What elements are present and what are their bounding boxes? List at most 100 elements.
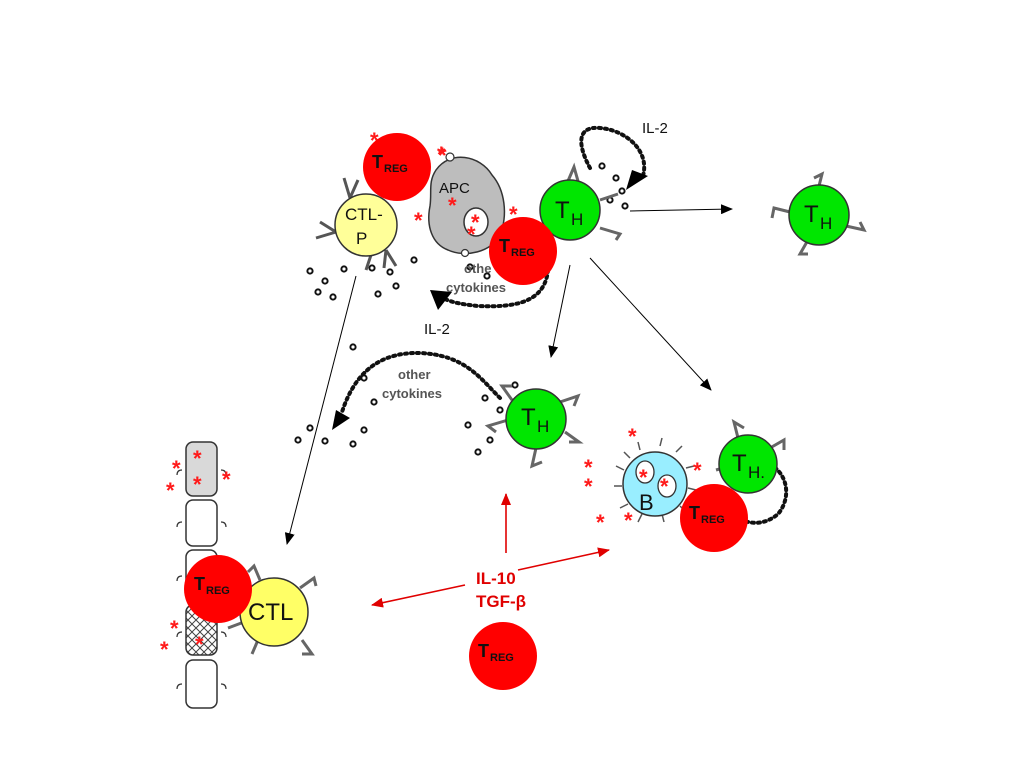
ctl-cell: CTL	[227, 563, 318, 656]
antigen-star: *	[414, 208, 423, 233]
th-label-sub: H	[820, 214, 832, 233]
th-label: T	[521, 404, 536, 431]
red-arrow-left	[371, 584, 466, 608]
il2-label-top: IL-2	[642, 120, 668, 137]
antigen-star: *	[370, 128, 379, 153]
th-body	[718, 434, 778, 494]
other-cytokines-top-line1: othe	[464, 261, 491, 276]
suppressor-arrows	[371, 493, 610, 608]
other-cytokines-mid-line2: cytokines	[382, 386, 442, 401]
th-dot-cell: T H.	[715, 418, 786, 494]
b-cell-body	[622, 451, 688, 517]
treg-label-sub: REG	[384, 163, 408, 175]
apc-cell: APC	[428, 152, 506, 258]
loop-arrowhead	[332, 410, 350, 430]
th-body	[505, 388, 567, 450]
target-tissue-column: * * * * * * * *	[160, 441, 231, 709]
antigen-star: *	[693, 458, 702, 483]
treg-body	[469, 622, 537, 690]
ctlp-label-line1: CTL-	[345, 205, 383, 224]
treg-label: T	[689, 503, 700, 523]
apc-vesicle	[463, 207, 489, 237]
cytokine-dots	[294, 162, 629, 456]
treg-body	[489, 217, 557, 285]
antigen-star: *	[222, 467, 231, 492]
antigen-star: *	[660, 474, 669, 499]
antigen-star: *	[624, 508, 633, 533]
ctlp-cell: CTL- P	[315, 177, 398, 271]
other-cytokines-top-line2: cytokines	[446, 280, 506, 295]
antigen-star: *	[467, 222, 476, 247]
th-label-sub: H	[571, 210, 583, 229]
th-label: T	[804, 201, 819, 228]
other-cytokines-loop	[340, 350, 502, 414]
th-body	[539, 179, 601, 241]
ctlp-label-line2: P	[356, 229, 367, 248]
tissue-cell	[185, 499, 218, 547]
treg-label: T	[478, 641, 489, 661]
antigen-star: *	[193, 446, 202, 471]
b-cell-group: B * * * * * * * * T H. T REG	[584, 418, 786, 552]
antigen-star: *	[438, 143, 447, 168]
ctl-label: CTL	[248, 599, 293, 626]
treg-label-sub: REG	[511, 247, 535, 259]
treg-label: T	[194, 574, 205, 594]
apc-label: APC	[439, 180, 470, 197]
red-arrow-right	[517, 547, 610, 571]
antigen-star: *	[471, 210, 480, 235]
antigen-star: *	[437, 142, 446, 167]
treg-cell-th: T REG	[489, 217, 557, 285]
antigen-star: *	[160, 637, 169, 662]
b-cell: B	[614, 437, 697, 523]
antigen-star: *	[584, 474, 593, 499]
th-cell-right: T H	[770, 171, 867, 256]
treg-label: T	[499, 236, 510, 256]
arrows	[284, 204, 733, 545]
antigen-star: *	[193, 472, 202, 497]
antigen-star: *	[639, 465, 648, 490]
other-cytokines-mid-line1: other	[398, 367, 431, 382]
th-cell-main: T H	[527, 162, 623, 259]
th-label-sub: H	[537, 417, 549, 436]
antigen-star: *	[596, 510, 605, 535]
treg-label-sub: REG	[701, 514, 725, 526]
th-body	[788, 184, 850, 246]
th-dot-label-sub: H.	[748, 463, 765, 482]
ctlp-body	[334, 193, 398, 257]
treg-cell-b: T REG	[680, 484, 748, 552]
antigen-star: *	[195, 632, 204, 657]
b-cell-label: B	[639, 490, 654, 515]
treg-cell-top: T REG	[363, 133, 431, 201]
tissue-cell-gray	[185, 441, 218, 497]
suppressor-label-il10: IL-10	[476, 569, 516, 588]
treg-label-sub: REG	[490, 652, 514, 664]
treg-label: T	[372, 152, 383, 172]
il2-label-mid: IL-2	[424, 321, 450, 338]
treg-body	[184, 555, 252, 623]
arrow-th-to-th-mid	[548, 264, 571, 358]
treg-body	[680, 484, 748, 552]
treg-body	[363, 133, 431, 201]
arrow-th-to-th-b	[589, 257, 712, 391]
dotted-loops	[340, 125, 789, 525]
antigen-star: *	[509, 202, 518, 227]
treg-cell-ctl: T REG	[184, 555, 252, 623]
b-th-loop	[740, 462, 789, 525]
ctl-group: CTL T REG	[184, 555, 318, 656]
antigen-star: *	[170, 616, 179, 641]
antigen-star: *	[448, 193, 457, 218]
loop-arrowhead	[430, 290, 452, 310]
antigen-star: *	[166, 478, 175, 503]
antigen-star: *	[628, 424, 637, 449]
tissue-cell	[185, 659, 218, 709]
il2-autocrine-loop	[579, 125, 647, 178]
th-cell-middle: T H	[484, 384, 584, 469]
antigen-star: *	[172, 456, 181, 481]
th-label: T	[555, 197, 570, 224]
antigen-star: *	[584, 455, 593, 480]
arrow-ctlp-to-ctl	[284, 275, 357, 545]
treg-label-sub: REG	[206, 585, 230, 597]
loop-arrowhead	[626, 170, 648, 190]
th-label: T	[732, 450, 747, 477]
